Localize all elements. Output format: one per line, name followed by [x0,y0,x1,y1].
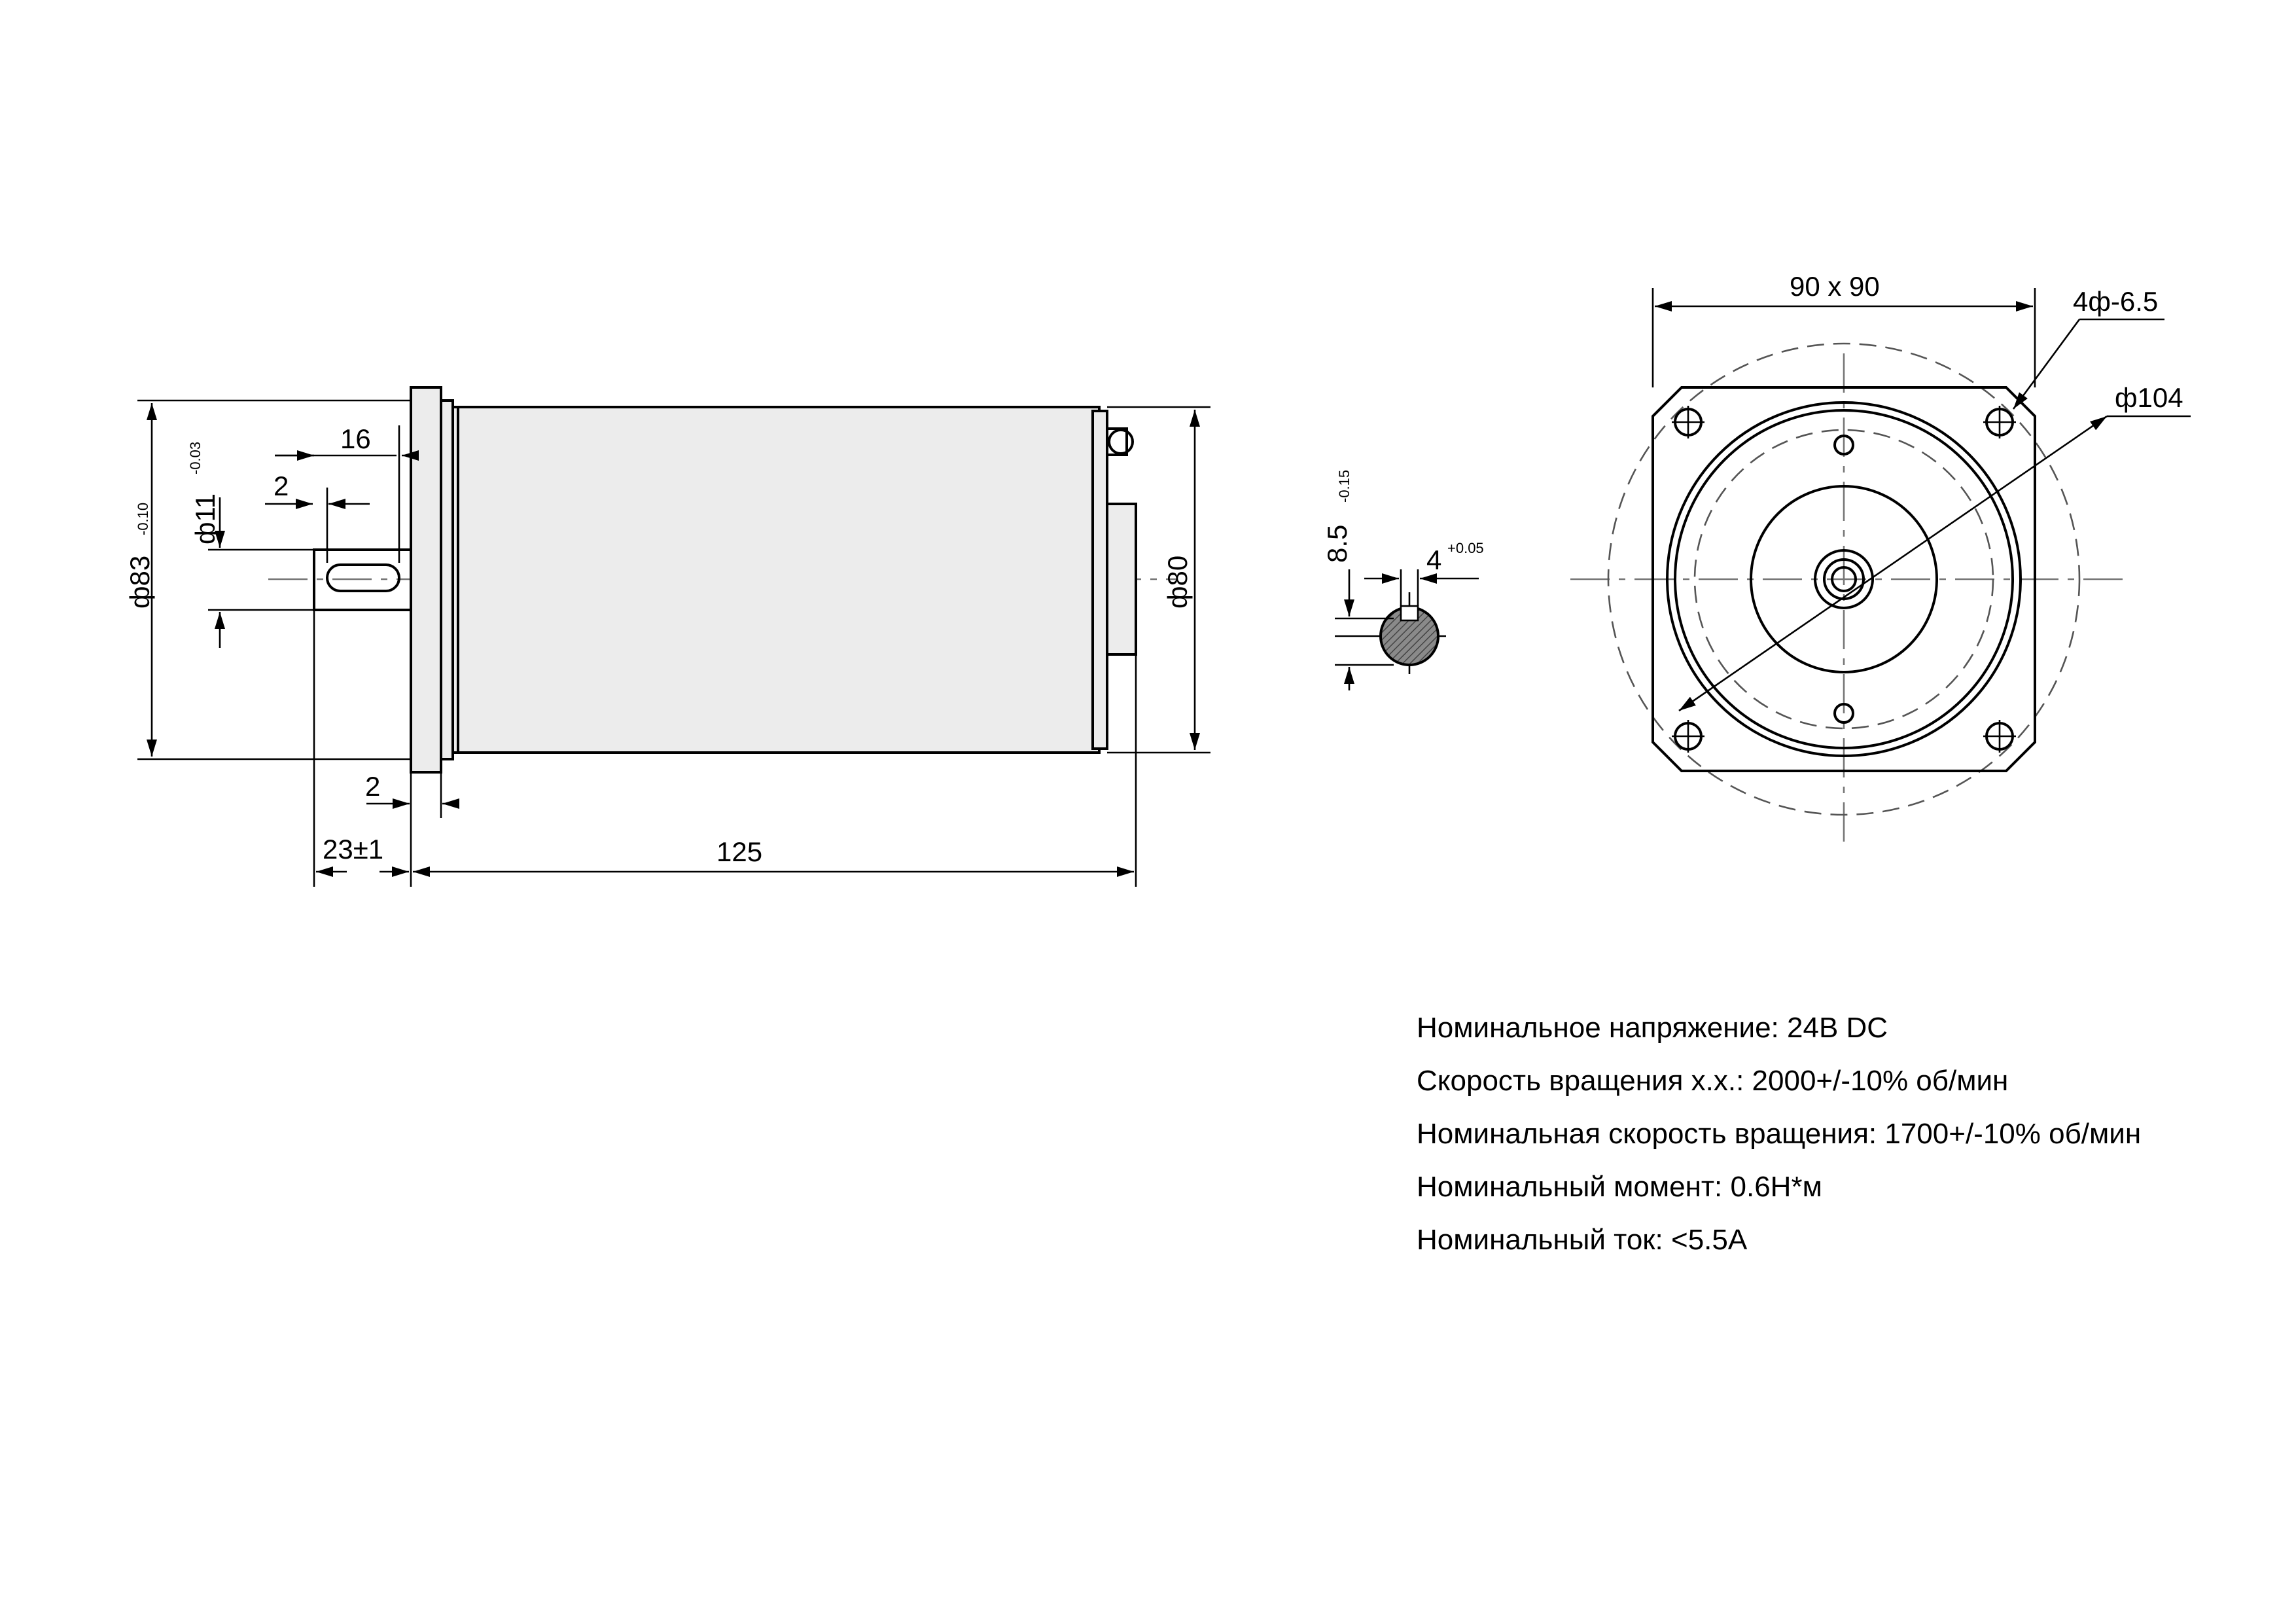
body-diameter-label: ф80 [1162,556,1193,609]
terminal-bolt-head [1108,429,1134,455]
dim-flange-diameter: ф83 -0.10 [124,399,411,760]
shaft-length-label: 16 [340,423,371,454]
spec-rated-speed: Номинальная скорость вращения: 1700+/-10… [1417,1118,2142,1150]
flange-ring [440,399,454,760]
flange-diameter-tol: -0.10 [135,503,151,535]
shaft-flat-tol: -0.15 [1336,470,1352,503]
key-width-tol: +0.05 [1447,540,1484,556]
bolt-circle-label: ф104 [2115,382,2183,413]
motor-body [450,406,1101,754]
dim-shaft-flat: 8.5 -0.15 [1322,470,1394,690]
section-keyway [1400,605,1419,622]
front-view: 90 x 90 4ф-6.5 ф104 [1570,271,2191,851]
dim-bolt-circle: ф104 [1678,382,2191,712]
shaft [313,548,412,611]
flange-thickness-label: 2 [365,771,380,802]
spec-rated-torque: Номинальный момент: 0.6Н*м [1417,1171,1822,1203]
dim-body-diameter: ф80 [1107,406,1210,754]
shaft-diameter-tol: -0.03 [187,442,203,474]
key-width-label: 4 [1426,544,1441,575]
rear-brush-box [1106,503,1137,656]
dim-flange-thickness: 2 [365,759,459,818]
dim-shaft-length: 16 [275,423,419,563]
spec-rated-voltage: Номинальное напряжение: 24В DC [1417,1012,1888,1044]
mount-holes-label: 4ф-6.5 [2073,286,2158,317]
body-length-label: 125 [716,836,762,867]
side-view: ф83 -0.10 ф11 -0.03 16 2 [124,386,1210,887]
shaft-flat-label: 8.5 [1322,525,1352,563]
dim-square-size: 90 x 90 [1651,271,2036,387]
flange-diameter-label: ф83 [124,556,155,609]
dim-mount-holes: 4ф-6.5 [2012,286,2164,410]
terminal-bolt [1106,427,1128,456]
shaft-diameter-label: ф11 [190,493,221,544]
square-size-label: 90 x 90 [1790,271,1880,302]
dim-shaft-diameter: ф11 -0.03 [187,442,314,648]
spec-no-load-speed: Скорость вращения х.х.: 2000+/-10% об/ми… [1417,1065,2009,1097]
dim-key-offset: 2 [265,471,370,563]
dim-key-width: 4 +0.05 [1364,540,1484,606]
specifications-block: Номинальное напряжение: 24В DC Скорость … [1417,1001,2141,1266]
keyway [326,563,400,592]
dim-lengths: 23±1 125 [313,610,1137,887]
front-flange [410,386,442,774]
shaft-section-view: 8.5 -0.15 4 +0.05 [1322,470,1484,690]
shaft-extension-label: 23±1 [323,834,383,865]
key-offset-label: 2 [274,471,289,501]
rear-cap [1091,410,1108,750]
spec-rated-current: Номинальный ток: <5.5А [1417,1224,1748,1256]
